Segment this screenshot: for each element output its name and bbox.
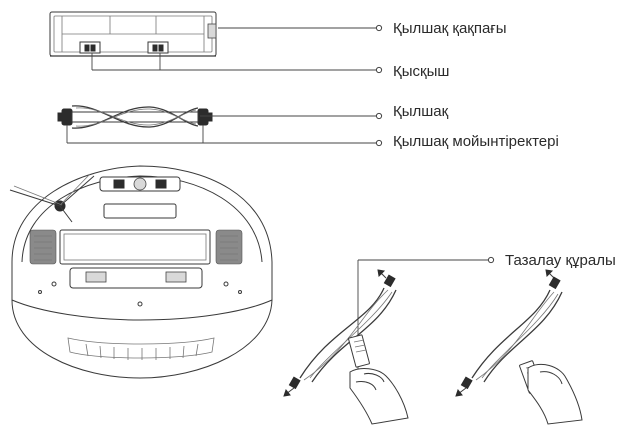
robot-vacuum-underside-icon	[10, 166, 272, 378]
brush-label: Қылшақ	[393, 103, 448, 121]
cleaning-tool-label: Тазалау құралы	[505, 252, 616, 270]
bearings-leader	[67, 125, 382, 146]
left-wheel-icon	[30, 230, 56, 264]
right-wheel-icon	[216, 230, 242, 264]
brush-leader	[200, 113, 382, 118]
brush-cover-icon	[50, 12, 216, 56]
clip-label: Қысқыш	[393, 63, 449, 81]
brush-bearings-label: Қылшақ мойынтіректері	[393, 133, 559, 151]
hand-with-cleaning-tool-icon-right	[456, 270, 582, 424]
hand-with-cleaning-tool-icon	[284, 270, 408, 424]
clip-left-icon	[80, 42, 100, 53]
main-brush-icon	[58, 106, 212, 128]
brush-cover-leader	[218, 25, 382, 30]
clip-right-icon	[148, 42, 168, 53]
brush-cover-label: Қылшақ қақпағы	[393, 20, 507, 38]
